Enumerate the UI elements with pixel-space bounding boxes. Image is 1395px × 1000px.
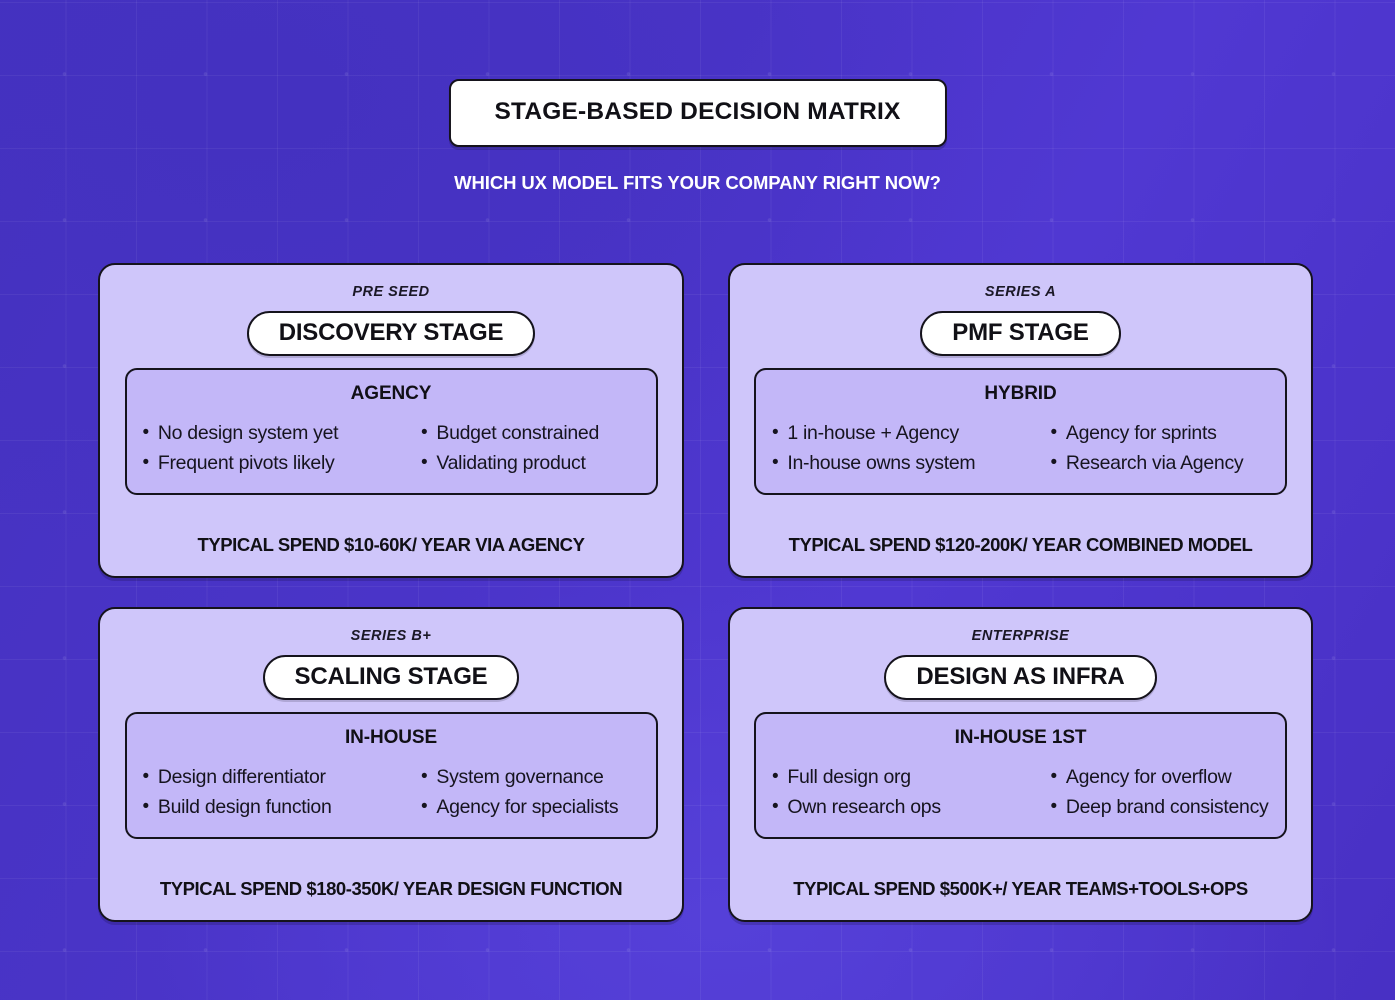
list-item: • Validating product [395, 451, 640, 475]
list-item-label: Own research ops [787, 796, 941, 819]
bullet-dot-icon: • [142, 421, 150, 443]
card-stage-pill: SCALING STAGE [262, 655, 520, 700]
bullet-dot-icon: • [142, 765, 150, 787]
card-eyebrow: SERIES A [984, 284, 1057, 300]
stage-card-series-b-plus[interactable]: SERIES B+ SCALING STAGE IN-HOUSE • Design… [98, 607, 684, 922]
list-item: • Own research ops [772, 795, 1017, 819]
card-stage-label: PMF STAGE [952, 319, 1089, 346]
list-item: • Agency for specialists [395, 795, 640, 819]
list-item-label: Frequent pivots likely [157, 452, 335, 475]
page-subtitle: WHICH UX MODEL FITS YOUR COMPANY RIGHT N… [454, 172, 941, 193]
page-title-pill: STAGE-BASED DECISION MATRIX [448, 79, 947, 147]
card-eyebrow: ENTERPRISE [971, 628, 1070, 644]
card-spend-label: TYPICAL SPEND $180-350K/ YEAR DESIGN FUN… [159, 878, 623, 899]
list-item: • Research via Agency [1025, 451, 1270, 475]
bullet-dot-icon: • [142, 796, 150, 818]
card-stage-pill: DESIGN AS INFRA [884, 655, 1157, 700]
list-item: • Budget constrained [395, 421, 640, 445]
bullet-dot-icon: • [1050, 452, 1058, 474]
list-item-label: No design system yet [157, 421, 339, 444]
list-item-label: Research via Agency [1065, 452, 1244, 475]
card-bullet-grid: • Design differentiator • System governanc… [143, 765, 640, 820]
list-item: • 1 in-house + Agency [772, 421, 1017, 445]
list-item-label: Deep brand consistency [1065, 796, 1269, 819]
card-bullet-grid: • No design system yet • Budget constraine… [143, 421, 640, 476]
list-item-label: Full design org [787, 765, 911, 788]
card-model-label: HYBRID [984, 382, 1057, 404]
card-bullet-grid: • Full design org • Agency for overflow • O… [772, 765, 1269, 820]
card-eyebrow: SERIES B+ [350, 628, 432, 644]
bullet-dot-icon: • [772, 421, 779, 443]
card-model-label: AGENCY [350, 382, 432, 404]
bullet-dot-icon: • [1050, 796, 1058, 818]
list-item-label: Design differentiator [157, 765, 326, 788]
list-item: • Full design org [772, 765, 1017, 789]
bullet-dot-icon: • [1050, 765, 1058, 787]
bullet-dot-icon: • [421, 421, 428, 443]
list-item: • System governance [395, 765, 640, 789]
bullet-dot-icon: • [772, 796, 779, 818]
list-item: • Deep brand consistency [1025, 795, 1270, 819]
card-model-panel: AGENCY • No design system yet • Budget con… [124, 367, 658, 495]
bullet-dot-icon: • [142, 452, 150, 474]
list-item-label: Agency for specialists [436, 796, 619, 819]
card-spend-label: TYPICAL SPEND $120-200K/ YEAR COMBINED M… [788, 534, 1253, 555]
card-stage-label: SCALING STAGE [294, 663, 488, 690]
list-item-label: Budget constrained [436, 421, 599, 444]
card-eyebrow: PRE SEED [352, 284, 430, 300]
card-model-panel: IN-HOUSE • Design differentiator • System … [124, 711, 658, 839]
list-item-label: Build design function [157, 796, 332, 819]
bullet-dot-icon: • [421, 765, 428, 787]
list-item: • Agency for overflow [1025, 765, 1270, 789]
card-spend-label: TYPICAL SPEND $500K+/ YEAR TEAMS+TOOLS+O… [793, 878, 1248, 899]
card-model-panel: HYBRID • 1 in-house + Agency • Agency for … [754, 367, 1287, 495]
stage-card-enterprise[interactable]: ENTERPRISE DESIGN AS INFRA IN-HOUSE 1ST … [728, 607, 1313, 922]
list-item: • Frequent pivots likely [143, 451, 388, 475]
list-item-label: In-house owns system [787, 452, 976, 475]
list-item-label: 1 in-house + Agency [787, 421, 959, 444]
card-stage-label: DESIGN AS INFRA [916, 663, 1125, 690]
list-item-label: System governance [436, 765, 604, 788]
stage-card-series-a[interactable]: SERIES A PMF STAGE HYBRID • 1 in-house + … [728, 263, 1313, 578]
card-bullet-grid: • 1 in-house + Agency • Agency for sprints… [772, 421, 1269, 476]
list-item-label: Agency for sprints [1065, 421, 1217, 444]
list-item-label: Validating product [436, 452, 586, 475]
card-model-label: IN-HOUSE 1ST [954, 726, 1087, 748]
card-model-label: IN-HOUSE [344, 726, 438, 748]
card-spend-label: TYPICAL SPEND $10-60K/ YEAR VIA AGENCY [197, 534, 585, 555]
page-title: STAGE-BASED DECISION MATRIX [494, 98, 901, 125]
list-item: • Agency for sprints [1025, 421, 1270, 445]
list-item: • Design differentiator [143, 765, 388, 789]
card-model-panel: IN-HOUSE 1ST • Full design org • Agency fo… [754, 711, 1287, 839]
list-item-label: Agency for overflow [1065, 765, 1232, 788]
list-item: • No design system yet [143, 421, 388, 445]
stage-card-pre-seed[interactable]: PRE SEED DISCOVERY STAGE AGENCY • No desi… [98, 263, 684, 578]
bullet-dot-icon: • [772, 765, 779, 787]
bullet-dot-icon: • [421, 452, 428, 474]
card-stage-pill: DISCOVERY STAGE [246, 311, 536, 356]
list-item: • Build design function [143, 795, 388, 819]
bullet-dot-icon: • [1050, 421, 1058, 443]
card-stage-label: DISCOVERY STAGE [278, 319, 504, 346]
bullet-dot-icon: • [421, 796, 428, 818]
card-stage-pill: PMF STAGE [920, 311, 1121, 356]
bullet-dot-icon: • [772, 452, 779, 474]
list-item: • In-house owns system [772, 451, 1017, 475]
